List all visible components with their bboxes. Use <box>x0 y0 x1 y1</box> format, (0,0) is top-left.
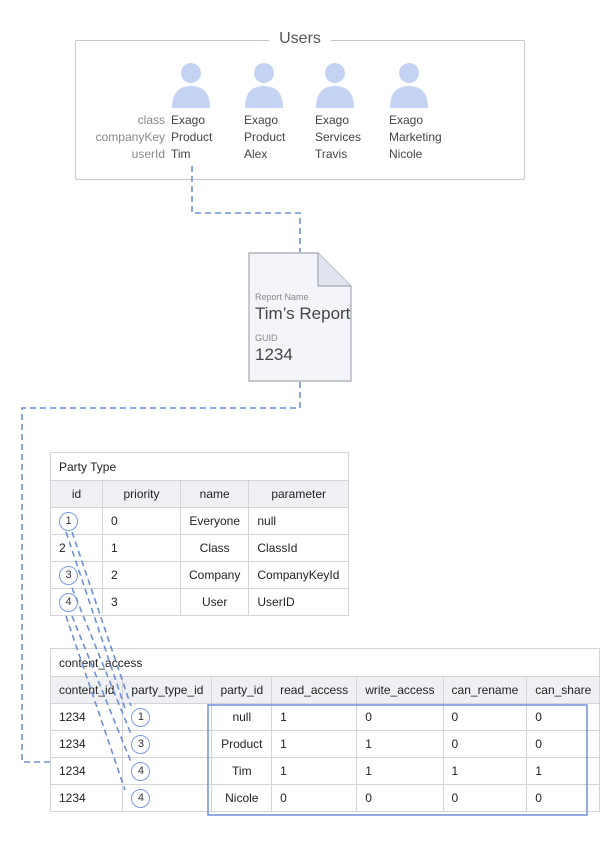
report-name: Tim’s Report <box>255 304 351 323</box>
report-name-label: Report Name <box>255 292 309 302</box>
table-cell: Product <box>211 730 273 758</box>
table-cell: UserID <box>248 588 349 616</box>
column-header: parameter <box>248 480 349 508</box>
user-class: Exago <box>244 113 279 127</box>
table-cell: 0 <box>271 784 358 812</box>
table-cell: 3 <box>102 588 181 616</box>
user-id: Tim <box>171 147 191 161</box>
table-cell: 0 <box>526 703 600 731</box>
table-row: 1234 4 Tim 1 1 1 1 <box>49 757 600 785</box>
table-cell: null <box>248 507 349 535</box>
class-label: class <box>137 113 165 127</box>
table-row: 2 1 Class ClassId <box>50 534 349 562</box>
users-title: Users <box>269 30 331 47</box>
report-guid: 1234 <box>255 345 293 364</box>
table-cell: 1 <box>102 534 181 562</box>
party-type-table: Party Type id priority name parameter 1 … <box>50 452 349 616</box>
table-cell: 1234 <box>49 757 124 785</box>
table-title: content_access <box>49 648 600 677</box>
column-header: id <box>50 480 103 508</box>
table-cell: 0 <box>442 730 528 758</box>
table-cell: User <box>179 588 250 616</box>
table-cell: 1 <box>526 757 600 785</box>
table-cell: 1 <box>271 703 358 731</box>
table-cell: 0 <box>356 703 444 731</box>
party-id-circle: 3 <box>59 565 78 585</box>
table-cell: Everyone <box>179 507 250 535</box>
table-cell: 1234 <box>49 730 124 758</box>
guid-label: GUID <box>255 333 278 343</box>
table-title: Party Type <box>50 452 349 481</box>
document-icon <box>248 252 352 382</box>
party-id-circle: 1 <box>59 511 78 531</box>
table-row: 1 0 Everyone null <box>50 507 349 535</box>
table-cell: 0 <box>102 507 181 535</box>
report-document: Report Name Tim’s Report GUID 1234 <box>248 252 352 382</box>
user-id: Alex <box>244 147 268 161</box>
table-cell: 1 <box>356 730 444 758</box>
user-class: Exago <box>315 113 350 127</box>
user-avatar-icon <box>245 63 283 108</box>
user-class: Exago <box>171 113 206 127</box>
user-class: Exago <box>389 113 424 127</box>
user-id: Travis <box>315 147 348 161</box>
table-cell: 2 <box>102 561 181 589</box>
table-row: 1234 1 null 1 0 0 0 <box>49 703 600 731</box>
column-header: party_type_id <box>122 676 213 704</box>
party-type-id-circle: 4 <box>131 761 151 781</box>
party-type-id-circle: 4 <box>131 788 151 808</box>
column-header: can_share <box>526 676 600 704</box>
user-company-key: Product <box>171 130 213 144</box>
column-header: content_id <box>49 676 124 704</box>
user-company-key: Marketing <box>389 130 442 144</box>
user-company-key: Product <box>244 130 286 144</box>
column-header: can_rename <box>442 676 528 704</box>
table-cell: 1 <box>356 757 444 785</box>
table-cell: 0 <box>442 703 528 731</box>
party-id-circle: 4 <box>59 592 78 612</box>
table-cell: Nicole <box>211 784 273 812</box>
table-cell: ClassId <box>248 534 349 562</box>
table-cell: CompanyKeyId <box>248 561 349 589</box>
user-avatar-icon <box>172 63 210 108</box>
user-company-key: Services <box>315 130 362 144</box>
table-cell: 1234 <box>49 784 124 812</box>
table-cell: 0 <box>526 730 600 758</box>
party-type-id-circle: 3 <box>131 734 151 754</box>
table-row: 4 3 User UserID <box>50 588 349 616</box>
table-cell: 0 <box>442 784 528 812</box>
table-cell: null <box>211 703 273 731</box>
table-cell: Tim <box>211 757 273 785</box>
table-cell: 2 <box>50 534 103 562</box>
column-header: read_access <box>271 676 358 704</box>
table-cell: Company <box>179 561 250 589</box>
table-cell: 1234 <box>49 703 124 731</box>
table-cell: 1 <box>442 757 528 785</box>
table-cell: Class <box>179 534 250 562</box>
user-avatar-icon <box>390 63 428 108</box>
column-header: name <box>179 480 250 508</box>
table-row: 3 2 Company CompanyKeyId <box>50 561 349 589</box>
party-type-id-circle: 1 <box>131 707 151 727</box>
user-avatar-icon <box>316 63 354 108</box>
user-id: Nicole <box>389 147 423 161</box>
table-row: 1234 3 Product 1 1 0 0 <box>49 730 600 758</box>
table-cell: 0 <box>526 784 600 812</box>
column-header: priority <box>102 480 181 508</box>
content-access-table: content_access content_id party_type_id … <box>49 648 600 812</box>
table-cell: 0 <box>356 784 444 812</box>
table-cell: 1 <box>271 757 358 785</box>
table-row: 1234 4 Nicole 0 0 0 0 <box>49 784 600 812</box>
table-cell: 1 <box>271 730 358 758</box>
user-id-label: userId <box>131 147 165 161</box>
column-header: party_id <box>211 676 273 704</box>
column-header: write_access <box>356 676 444 704</box>
company-key-label: companyKey <box>95 130 165 144</box>
